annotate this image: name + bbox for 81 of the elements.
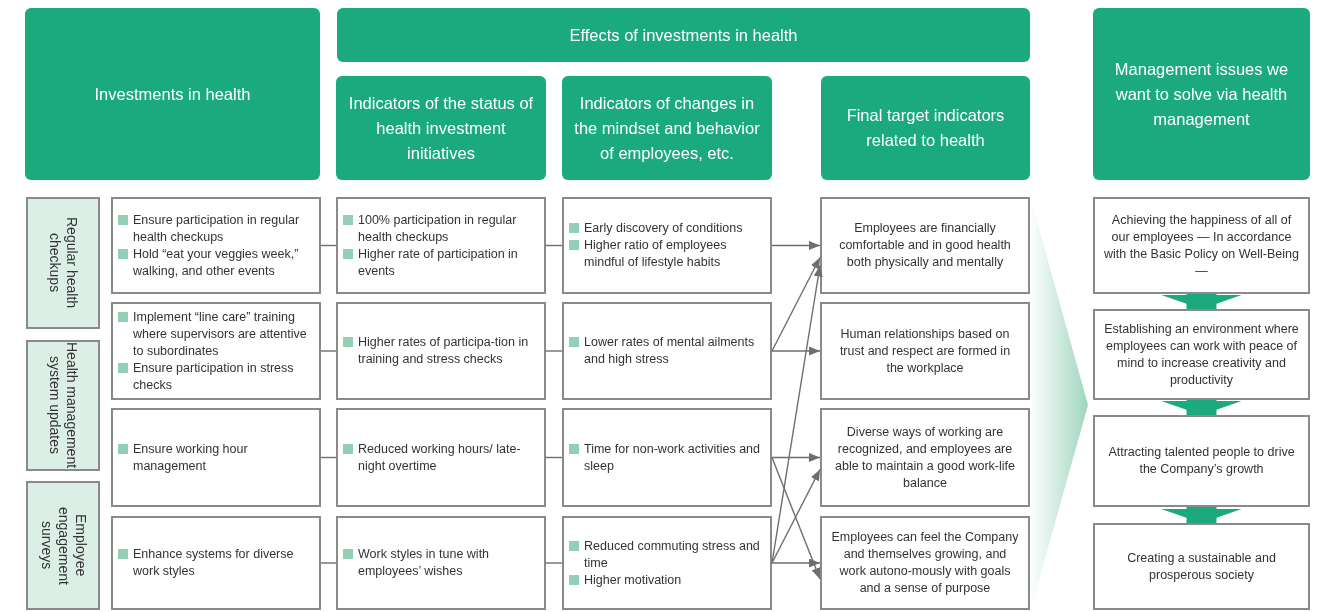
category-text: Health management system updates [46, 342, 80, 469]
bullet-text: Ensure participation in regular health checkups [133, 211, 301, 246]
outcome-text: Attracting talented people to drive the Company’s growth [1107, 444, 1296, 478]
connector-line [320, 456, 337, 459]
category-tab [26, 340, 100, 471]
header-text: Indicators of changes in the mindset and behavior of employees, etc. [573, 92, 761, 164]
outcome-box [1093, 415, 1310, 507]
category-tab [26, 481, 100, 610]
indicator-box [111, 408, 321, 507]
bullet-text: Higher rate of participation in events [358, 245, 519, 280]
arrow [771, 453, 821, 462]
outcome-text: Employees are financially comfortable and in good health both physically and mentally [838, 220, 1012, 271]
outcome-text: Diverse ways of working are recognized, and employees are able to maintain a good work-life balance [834, 423, 1016, 492]
indicator-box [336, 197, 546, 294]
outcome-box [820, 408, 1030, 507]
indicator-box [562, 197, 772, 294]
bullet-text: Higher rates of participa-tion in training and stress checks [358, 334, 530, 368]
outcome-box [820, 197, 1030, 294]
bullet-text: Enhance systems for diverse work styles [133, 546, 295, 580]
bullet-text: Reduced working hours/ late-night overtime [358, 440, 522, 475]
bullet-text: Reduced commuting stress and time [584, 537, 761, 572]
outcome-text: Human relationships based on trust and respect are formed in the workplace [838, 325, 1012, 377]
header-text: Effects of investments in health [569, 24, 798, 46]
outcome-text: Achieving the happiness of all of our employees — In accordance with the Basic Policy on Well-Being — [1103, 211, 1300, 280]
arrow [771, 468, 821, 564]
indicator-box [562, 408, 772, 507]
bullet-text: Implement “line care” training where supervisors are attentive to subordinates [133, 308, 308, 360]
arrow [771, 558, 821, 568]
header-text: Indicators of the status of health investment initiatives [347, 92, 535, 164]
bullet-text: Early discovery of conditions [584, 220, 743, 237]
outcome-box [820, 516, 1030, 610]
bullet-text: Hold “eat your veggies week,” walking, and other events [133, 245, 300, 280]
bullet-text: Time for non-work activities and sleep [584, 440, 761, 475]
bullet-text: Work styles in tune with employees’ wishes [358, 546, 491, 580]
category-text: Regular health checkups [46, 216, 80, 311]
bullet-text: 100% participation in regular health checkups [358, 211, 518, 246]
category-text: Employee engagement surveys [37, 505, 89, 587]
outcome-box [1093, 523, 1310, 610]
arrow [771, 456, 821, 580]
indicator-box [562, 516, 772, 610]
indicator-box [111, 197, 321, 294]
header-box [821, 76, 1030, 180]
header-text: Management issues we want to solve via health management [1113, 58, 1290, 130]
outcome-box [820, 302, 1030, 400]
connector-line [545, 456, 563, 459]
connector-line [320, 350, 337, 352]
bullet-text: Ensure participation in stress checks [133, 359, 295, 394]
arrow [771, 241, 821, 250]
indicator-box [336, 408, 546, 507]
outcome-text: Establishing an environment where employees can work with peace of mind to increase creativity and productivity [1103, 320, 1300, 389]
connector-line [320, 244, 337, 247]
outcome-text: Employees can feel the Company and themselves growing, and work autono-mously with goals and a sense of purpose [830, 529, 1020, 597]
header-box [337, 8, 1030, 62]
indicator-box [111, 516, 321, 610]
connector-line [545, 562, 563, 564]
outcome-text: Creating a sustainable and prosperous society [1126, 549, 1277, 584]
header-text: Investments in health [94, 83, 251, 105]
arrow [771, 346, 821, 356]
block-arrow [1161, 294, 1242, 309]
outcome-box [1093, 309, 1310, 400]
header-box [562, 76, 772, 180]
connector-line [545, 244, 563, 247]
arrow [771, 256, 821, 352]
header-box [1093, 8, 1310, 180]
indicator-box [336, 516, 546, 610]
category-tab [26, 197, 100, 329]
indicator-box [562, 302, 772, 400]
connector-line [320, 562, 337, 564]
indicator-box [336, 302, 546, 400]
header-box [336, 76, 546, 180]
bullet-text: Lower rates of mental ailments and high stress [584, 334, 756, 368]
header-box [25, 8, 320, 180]
bullet-text: Ensure working hour management [133, 440, 249, 475]
header-text: Final target indicators related to health [845, 105, 1006, 151]
block-arrow [1161, 400, 1242, 415]
connector-line [545, 350, 563, 352]
indicator-box [111, 302, 321, 400]
bullet-text: Higher ratio of employees mindful of lifestyle habits [584, 237, 728, 271]
outcome-box [1093, 197, 1310, 294]
bullet-text: Higher motivation [584, 571, 682, 589]
block-arrow [1161, 507, 1242, 523]
